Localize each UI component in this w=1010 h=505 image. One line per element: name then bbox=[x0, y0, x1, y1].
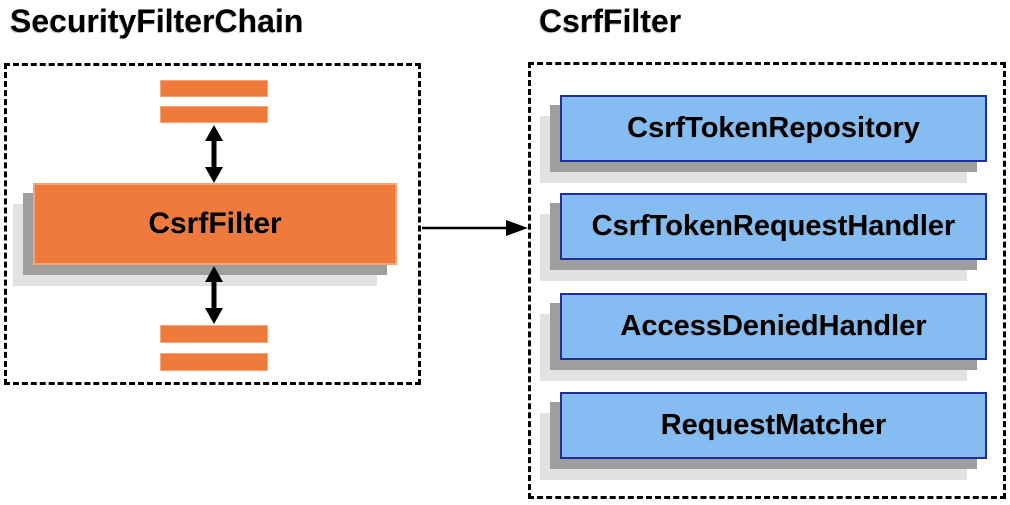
access-denied-handler-box: AccessDeniedHandler bbox=[560, 293, 987, 360]
component-node: RequestMatcher bbox=[540, 392, 987, 480]
component-label: CsrfTokenRepository bbox=[627, 112, 920, 144]
flow-arrow-icon bbox=[422, 220, 528, 236]
csrf-filter-node: CsrfFilter bbox=[13, 183, 397, 286]
security-filter-chain-container: CsrfFilter bbox=[4, 63, 421, 385]
component-node: AccessDeniedHandler bbox=[540, 293, 987, 381]
csrf-filter-title: CsrfFilter bbox=[539, 3, 682, 39]
csrf-token-repository-box: CsrfTokenRepository bbox=[560, 95, 987, 162]
csrf-filter-container: CsrfTokenRepository CsrfTokenRequestHand… bbox=[528, 62, 1006, 499]
component-label: RequestMatcher bbox=[660, 409, 887, 441]
csrf-token-request-handler-box: CsrfTokenRequestHandler bbox=[560, 193, 987, 260]
security-filter-chain-title: SecurityFilterChain bbox=[10, 3, 304, 39]
filter-bar bbox=[160, 106, 268, 123]
component-label: CsrfTokenRequestHandler bbox=[591, 210, 956, 242]
request-matcher-box: RequestMatcher bbox=[560, 392, 987, 459]
component-node: CsrfTokenRepository bbox=[540, 95, 987, 183]
filter-bar bbox=[160, 353, 268, 371]
csrf-filter-box: CsrfFilter bbox=[33, 183, 397, 265]
component-label: AccessDeniedHandler bbox=[620, 310, 927, 342]
filter-bar bbox=[160, 325, 268, 343]
csrf-filter-box-label: CsrfFilter bbox=[148, 207, 282, 240]
component-node: CsrfTokenRequestHandler bbox=[540, 193, 987, 281]
double-arrow-icon bbox=[205, 125, 223, 183]
filter-bar bbox=[160, 80, 268, 97]
double-arrow-icon bbox=[205, 266, 223, 324]
